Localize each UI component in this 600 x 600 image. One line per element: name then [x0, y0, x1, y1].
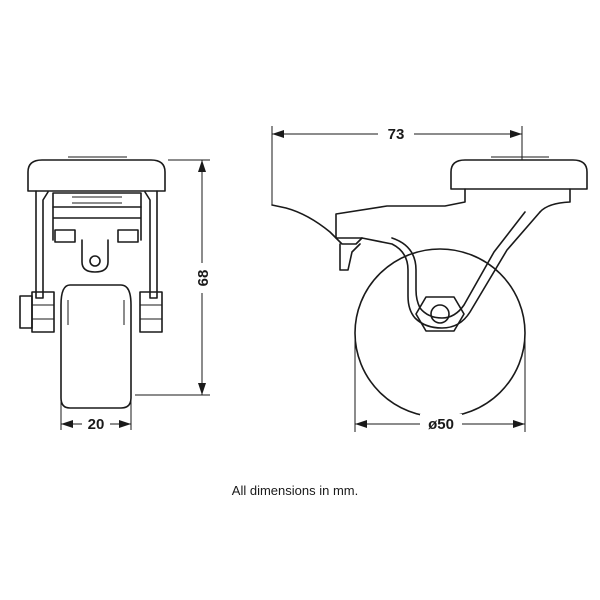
height-arrow-bottom	[198, 383, 206, 395]
height-arrow-top	[198, 160, 206, 172]
top-width-arrow-right	[510, 130, 522, 138]
front-view: 68 20	[19, 156, 212, 434]
side-axle-bolt	[430, 304, 450, 324]
height-label: 68	[195, 270, 212, 287]
front-lever-hole	[89, 255, 101, 267]
top-width-label-bg	[378, 123, 414, 145]
front-top-plate	[27, 159, 166, 192]
top-width-arrow-left	[272, 130, 284, 138]
units-note: All dimensions in mm.	[231, 483, 359, 498]
diameter-label-bg	[420, 414, 462, 434]
side-fork-front	[361, 211, 541, 329]
side-view: 73 ø50	[271, 123, 588, 434]
front-brake-block	[52, 192, 142, 208]
front-nut-right	[139, 291, 163, 333]
side-top-plate	[450, 159, 588, 190]
front-bracket-frame	[52, 206, 142, 241]
height-label-bg	[194, 263, 210, 293]
side-axle-hex-nut	[415, 296, 465, 332]
wheel-width-label: 20	[88, 416, 105, 433]
front-bracket-tab-left	[54, 229, 76, 243]
side-brake-pedal	[271, 204, 363, 245]
front-nut-left-outer	[19, 295, 33, 329]
front-brake-lever	[81, 239, 109, 273]
side-fork-back	[391, 211, 526, 319]
diameter-label: ø50	[428, 416, 454, 433]
side-wheel	[354, 248, 526, 418]
diameter-arrow-right	[513, 420, 525, 428]
front-nut-left	[31, 291, 55, 333]
wheel-width-arrow-left	[61, 420, 73, 428]
top-width-label: 73	[388, 126, 405, 143]
side-brake-lever-lower	[339, 243, 361, 271]
front-wheel	[60, 284, 132, 409]
front-fork-right	[144, 190, 158, 299]
wheel-width-arrow-right	[119, 420, 131, 428]
side-swivel-body	[335, 188, 571, 239]
front-bracket-tab-right	[117, 229, 139, 243]
diameter-arrow-left	[355, 420, 367, 428]
front-fork-left	[35, 190, 49, 299]
wheel-width-label-bg	[82, 414, 110, 434]
